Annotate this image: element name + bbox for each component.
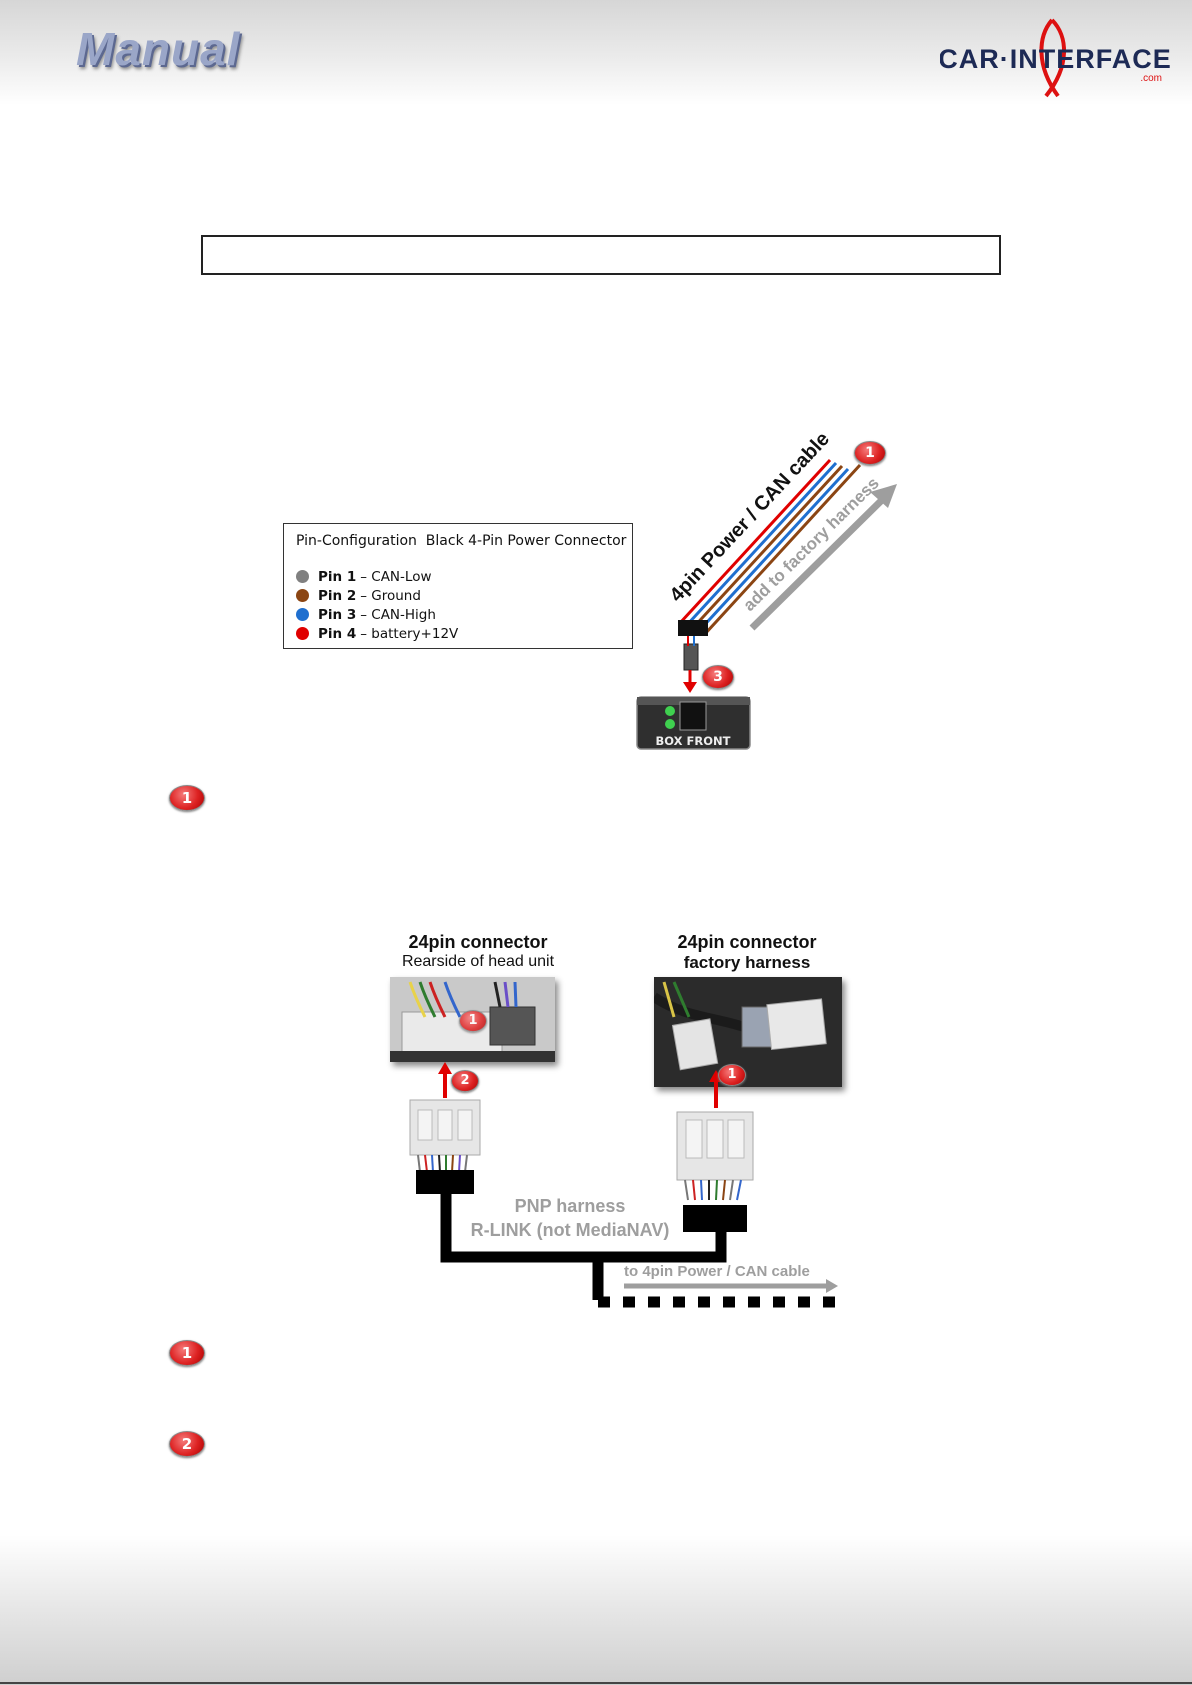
pin-row-2: Pin 2 – Ground: [296, 586, 421, 605]
pin-row-3: Pin 3 – CAN-High: [296, 605, 436, 624]
head-unit-photo: [390, 977, 555, 1062]
badge-left-photo: 1: [459, 1010, 487, 1032]
pin-1-dot: [296, 570, 309, 583]
pin-4-dot: [296, 627, 309, 640]
left-connector-sub: Rearside of head unit: [401, 953, 555, 970]
manual-title: Manual: [76, 23, 241, 75]
header-band: [0, 0, 1192, 105]
heading-box: [201, 235, 1001, 275]
pin-row-4: Pin 4 – battery+12V: [296, 624, 458, 643]
pin-2-dot: [296, 589, 309, 602]
step-badge-1-top: 1: [169, 785, 205, 811]
pin-1-desc: – CAN-Low: [360, 568, 432, 585]
footer-line: [0, 1682, 1192, 1684]
to-cable-label: to 4pin Power / CAN cable: [624, 1263, 810, 1280]
right-connector-title: 24pin connector: [677, 932, 817, 952]
pin-row-1: Pin 1 – CAN-Low: [296, 567, 432, 586]
svg-text:.com: .com: [1140, 73, 1162, 84]
pin-3-dot: [296, 608, 309, 621]
step-badge-1-bottom: 1: [169, 1340, 205, 1366]
harness-title: PNP harness: [514, 1196, 626, 1216]
right-harness-head: [683, 1205, 747, 1232]
badge-right-photo: 1: [718, 1064, 746, 1086]
svg-text:CAR·INTERFACE: CAR·INTERFACE: [940, 44, 1170, 74]
harness-cable: [440, 1194, 727, 1263]
right-connector-sub: factory harness: [683, 953, 811, 972]
badge-left-arrow: 2: [451, 1070, 479, 1092]
pin-config-title: Pin-Configuration Black 4-Pin Power Conn…: [296, 533, 627, 549]
pin-3-desc: – CAN-High: [360, 606, 436, 623]
left-harness-head: [416, 1170, 474, 1194]
factory-harness-photo: [654, 977, 842, 1087]
footer-band: [0, 1535, 1192, 1685]
left-connector-title: 24pin connector: [408, 932, 548, 952]
pin-3-number: Pin 3: [318, 606, 357, 623]
badge-box: 3: [702, 665, 734, 689]
pin-4-number: Pin 4: [318, 625, 357, 642]
pin-4-desc: – battery+12V: [360, 625, 459, 642]
car-interface-logo: CAR·INTERFACE .com: [940, 18, 1170, 98]
step-badge-2-bottom: 2: [169, 1431, 205, 1457]
badge-cable: 1: [854, 441, 886, 465]
pin-2-number: Pin 2: [318, 587, 357, 604]
pin-1-number: Pin 1: [318, 568, 357, 585]
pin-2-desc: – Ground: [360, 587, 421, 604]
pin-configuration-box: Pin-Configuration Black 4-Pin Power Conn…: [283, 523, 633, 649]
harness-subtitle: R-LINK (not MediaNAV): [470, 1220, 670, 1240]
